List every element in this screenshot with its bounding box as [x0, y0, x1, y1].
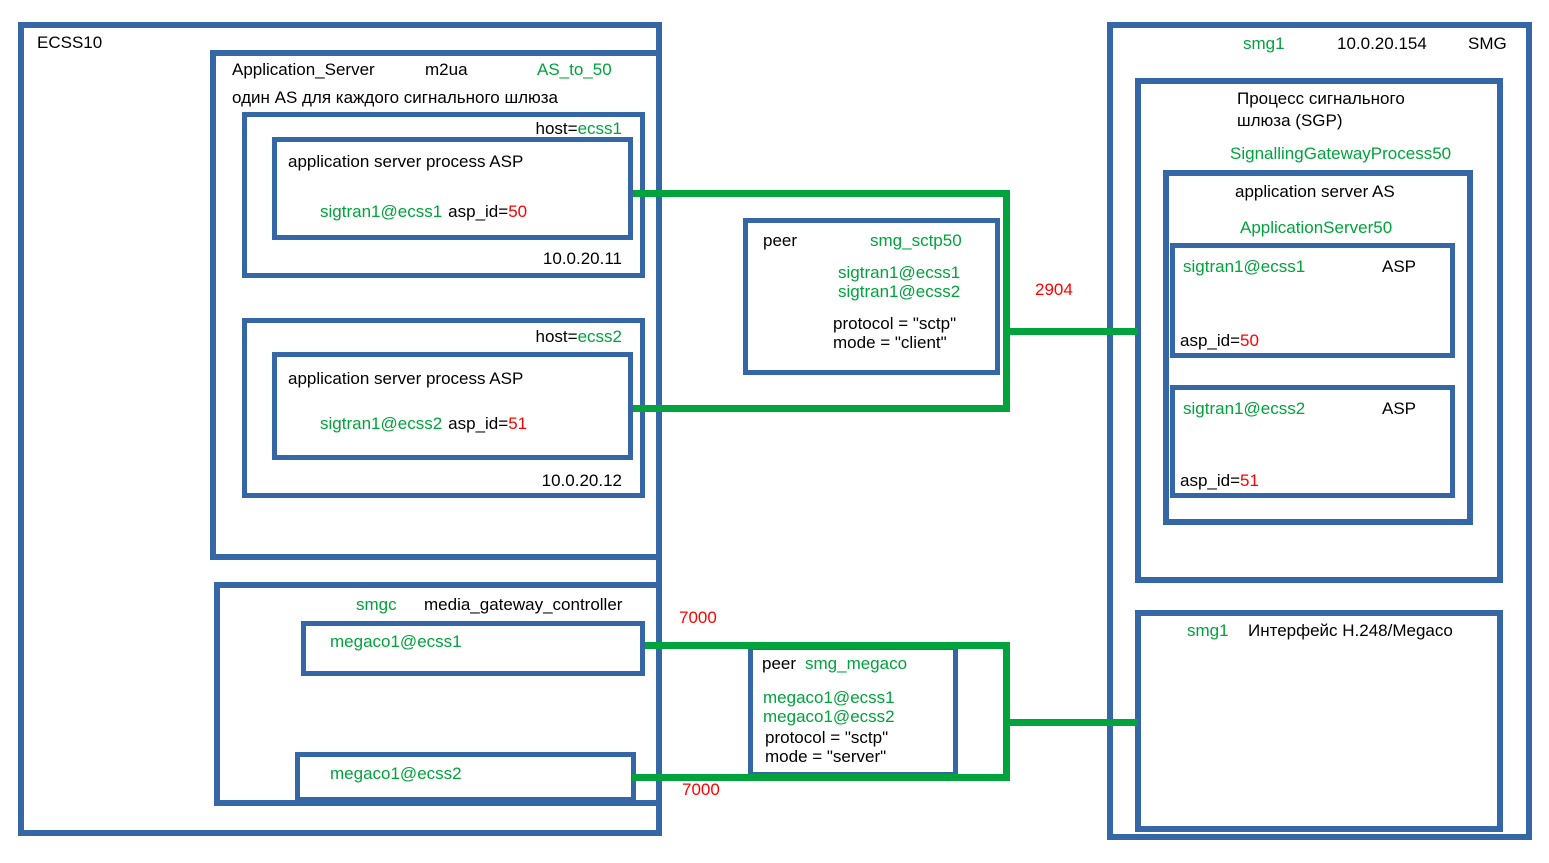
asp-endpoint-line: sigtran1@ecss2 asp_id=51 [320, 413, 527, 434]
host-label-ecss1: host=ecss1 [536, 118, 622, 139]
connection-line-sctp-top [633, 190, 1010, 197]
asp-box-right-2: sigtran1@ecss2 ASP asp_id=51 [1170, 385, 1455, 498]
host-value: ecss1 [577, 119, 622, 138]
megaco-endpoint: megaco1@ecss2 [330, 764, 462, 783]
host-ip: 10.0.20.12 [541, 471, 622, 490]
asp-endpoint: sigtran1@ecss1 [320, 202, 443, 221]
as-box-right: application server AS ApplicationServer5… [1163, 170, 1473, 525]
asp-id-line: asp_id=51 [1180, 470, 1259, 491]
ecss10-box: ECSS10 Application_Server m2ua AS_to_50 … [18, 22, 662, 836]
megaco-interface-box: smg1 Интерфейс H.248/Megaco [1135, 610, 1503, 832]
asp-endpoint-line: sigtran1@ecss1 asp_id=50 [320, 201, 527, 222]
host-label-ecss2: host=ecss2 [536, 326, 622, 347]
port-label-sctp-2904: 2904 [1035, 280, 1073, 299]
peer-label: peer [762, 654, 797, 673]
smg-ip: 10.0.20.154 [1337, 34, 1427, 53]
asp-box-ecss2: application server process ASP sigtran1@… [272, 352, 633, 460]
host-ip: 10.0.20.11 [542, 249, 622, 268]
app-server-protocol: m2ua [425, 60, 468, 79]
peer-mode: mode = "client" [833, 333, 947, 352]
peer-endpoint: sigtran1@ecss2 [838, 282, 961, 301]
asp-id-value: 51 [508, 414, 528, 433]
connection-line-megaco-join [1003, 642, 1010, 781]
asp-title: application server process ASP [288, 152, 524, 171]
asp-id-label: asp_id= [448, 202, 509, 221]
host-key: host= [535, 327, 578, 346]
peer-label: peer [763, 231, 798, 250]
peer-endpoint: megaco1@ecss1 [763, 688, 895, 707]
megaco-interface-id: smg1 [1187, 621, 1229, 640]
connection-line-megaco-bottom [632, 774, 1010, 781]
peer-mode: mode = "server" [765, 747, 887, 766]
megaco-interface-title: Интерфейс H.248/Megaco [1248, 621, 1453, 640]
sgp-title-line2: шлюза (SGP) [1237, 111, 1343, 130]
media-gateway-controller-box: smgc media_gateway_controller megaco1@ec… [214, 582, 662, 806]
asp-id-label: asp_id= [448, 414, 509, 433]
peer-protocol: protocol = "sctp" [765, 728, 889, 747]
asp-endpoint: sigtran1@ecss2 [1183, 399, 1306, 418]
asp-box-right-1: sigtran1@ecss1 ASP asp_id=50 [1170, 243, 1455, 358]
smg-title: SMG [1468, 34, 1507, 53]
connection-line-sctp-join [1003, 190, 1010, 412]
peer-name: smg_sctp50 [870, 231, 962, 250]
host-box-ecss2: host=ecss2 application server process AS… [242, 318, 645, 498]
app-server-link-name: AS_to_50 [537, 60, 612, 79]
peer-endpoint: megaco1@ecss2 [763, 707, 895, 726]
host-key: host= [535, 119, 578, 138]
peer-protocol: protocol = "sctp" [833, 314, 957, 333]
smg-id: smg1 [1243, 34, 1285, 53]
asp-endpoint: sigtran1@ecss2 [320, 414, 443, 433]
port-label-megaco-7000-top: 7000 [679, 608, 717, 627]
megaco-endpoint-box-2: megaco1@ecss2 [295, 752, 636, 802]
asp-role: ASP [1382, 399, 1417, 418]
application-server-box: Application_Server m2ua AS_to_50 один AS… [210, 50, 662, 560]
smg-box: smg1 10.0.20.154 SMG Процесс сигнального… [1107, 22, 1532, 840]
peer-megaco-box: peer smg_megaco megaco1@ecss1 megaco1@ec… [748, 645, 958, 777]
port-label-megaco-7000-bottom: 7000 [682, 780, 720, 799]
asp-id-label: asp_id= [1180, 331, 1241, 350]
asp-id-label: asp_id= [1180, 471, 1241, 490]
mgc-id: smgc [356, 595, 397, 614]
sgp-title-line1: Процесс сигнального [1237, 89, 1405, 108]
asp-id-line: asp_id=50 [1180, 330, 1259, 351]
connection-line-sctp-to-smg [1010, 328, 1138, 335]
peer-name: smg_megaco [805, 654, 908, 673]
mgc-name: media_gateway_controller [424, 595, 623, 614]
ecss10-title: ECSS10 [37, 33, 103, 52]
asp-title: application server process ASP [288, 369, 524, 388]
app-server-note: один AS для каждого сигнального шлюза [232, 88, 559, 107]
as-title: application server AS [1235, 182, 1395, 201]
host-box-ecss1: host=ecss1 application server process AS… [242, 112, 645, 278]
sgp-box: Процесс сигнального шлюза (SGP) Signalli… [1135, 78, 1503, 583]
asp-id-value: 50 [1240, 331, 1259, 350]
sgp-process-name: SignallingGatewayProcess50 [1230, 144, 1452, 163]
connection-line-megaco-to-smg [1010, 719, 1138, 726]
app-server-name: Application_Server [232, 60, 375, 79]
peer-sctp-box: peer smg_sctp50 sigtran1@ecss1 sigtran1@… [743, 218, 1000, 375]
megaco-endpoint: megaco1@ecss1 [330, 632, 462, 651]
asp-box-ecss1: application server process ASP sigtran1@… [272, 137, 633, 240]
asp-role: ASP [1382, 257, 1417, 276]
asp-id-value: 50 [508, 202, 528, 221]
peer-endpoint: sigtran1@ecss1 [838, 263, 961, 282]
asp-id-value: 51 [1240, 471, 1259, 490]
connection-line-megaco-top [645, 642, 1010, 649]
asp-endpoint: sigtran1@ecss1 [1183, 257, 1306, 276]
host-value: ecss2 [577, 327, 622, 346]
megaco-endpoint-box-1: megaco1@ecss1 [301, 621, 645, 676]
connection-line-sctp-bottom [633, 405, 1010, 412]
as-name: ApplicationServer50 [1240, 218, 1393, 237]
